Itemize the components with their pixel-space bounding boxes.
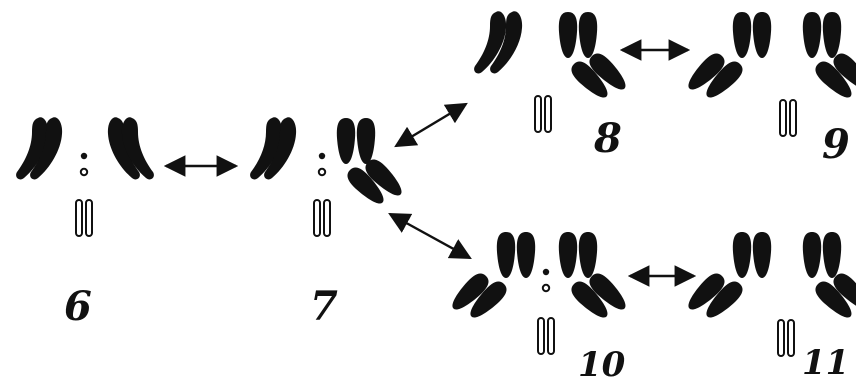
label-structure-6: 6 [64, 283, 92, 330]
structure-10 [446, 232, 632, 355]
structure-8 [474, 11, 632, 133]
structure-6 [16, 117, 154, 237]
structure-7 [250, 117, 408, 237]
label-structure-8: 8 [593, 115, 622, 162]
arrow-7-10 [388, 212, 472, 260]
arrow-7-8 [394, 102, 468, 148]
structure-11 [682, 232, 856, 357]
equilibrium-arrows [163, 39, 697, 287]
label-structure-10: 10 [578, 345, 626, 385]
structure-9 [682, 12, 856, 137]
label-structure-7: 7 [310, 283, 338, 330]
label-structure-9: 9 [822, 121, 850, 168]
label-structure-11: 11 [802, 343, 849, 383]
